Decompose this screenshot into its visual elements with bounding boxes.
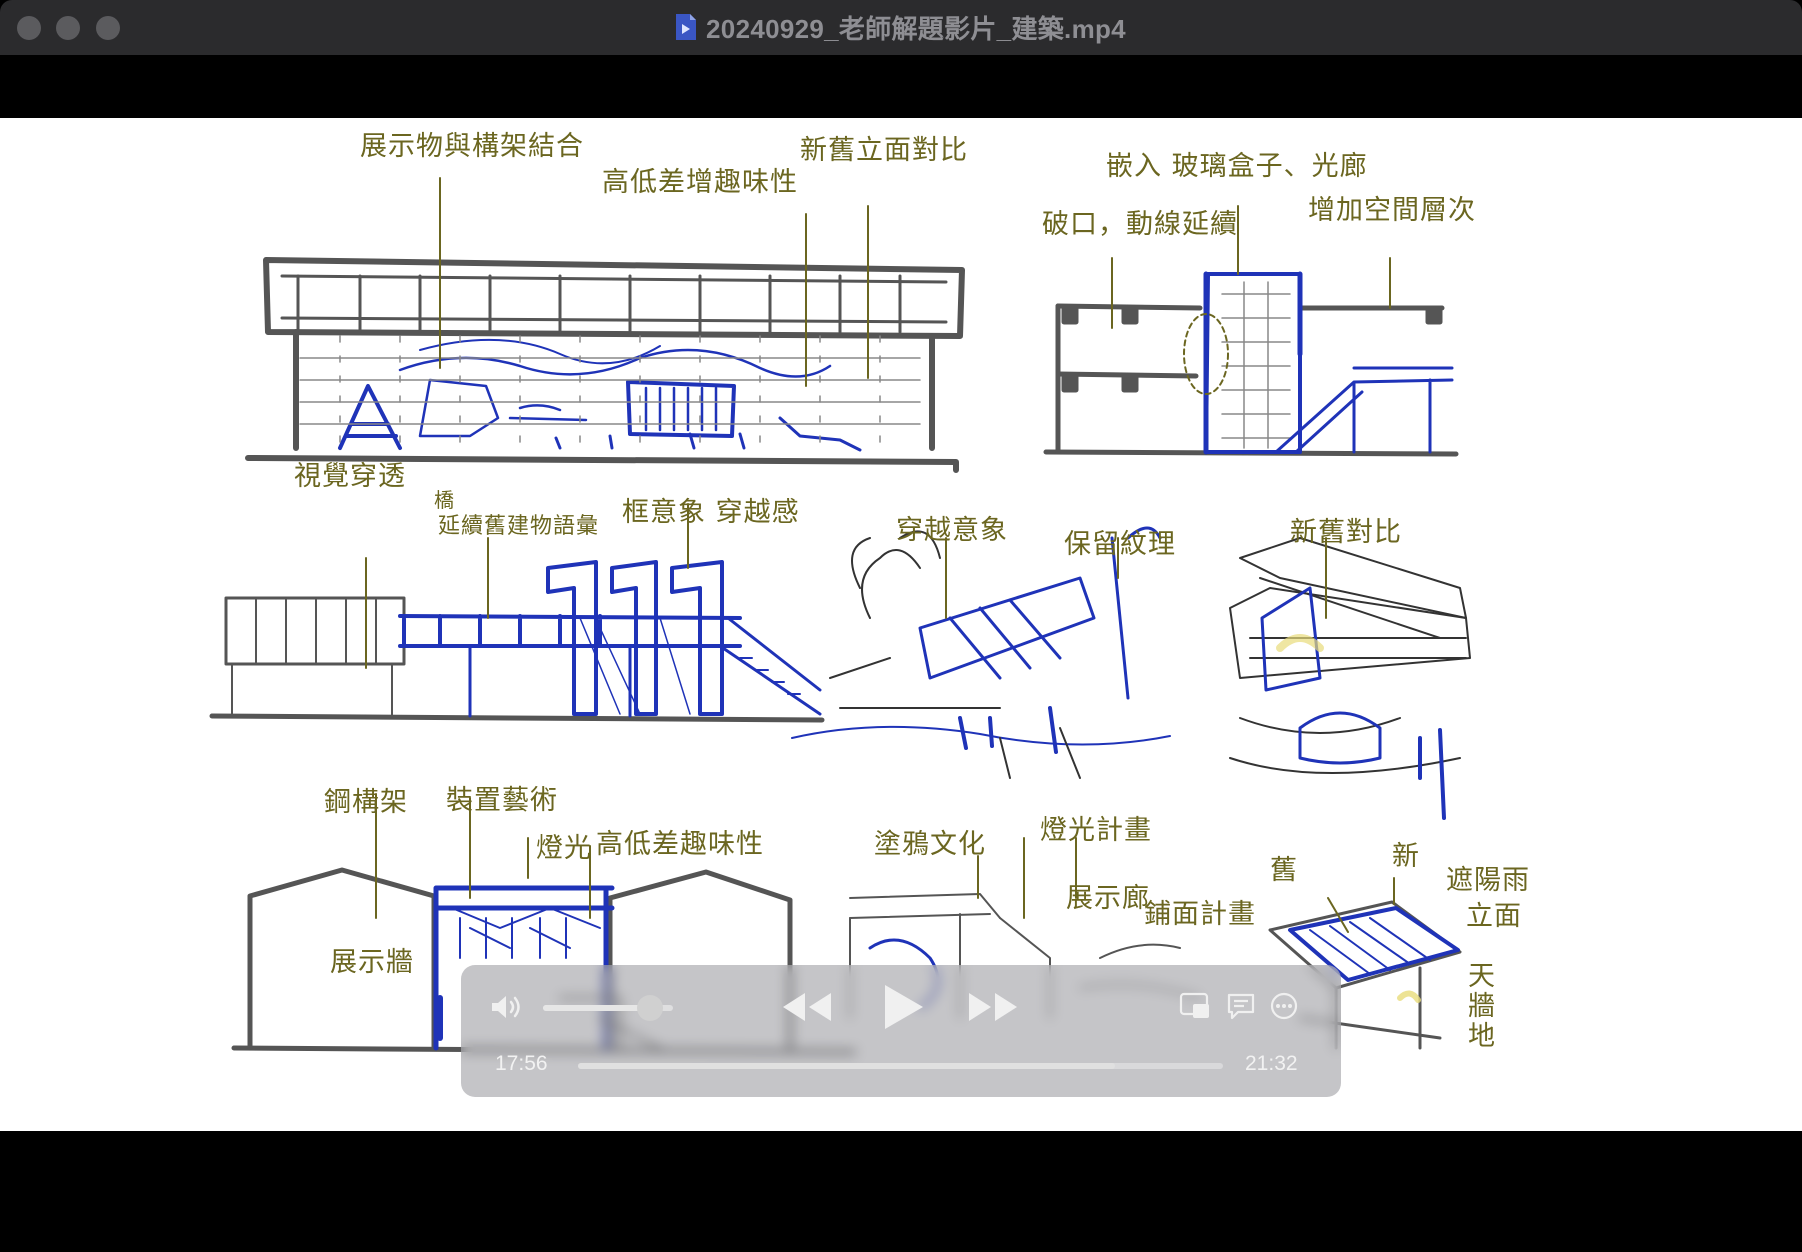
progress-fill: [578, 1063, 1115, 1069]
annotation: 展示牆: [330, 947, 414, 978]
minimize-window-button[interactable]: [56, 16, 80, 40]
annotation: 展示物與構架結合: [360, 131, 584, 162]
picture-in-picture-icon: [1179, 992, 1209, 1018]
annotation: 鋼構架: [324, 787, 408, 818]
annotation: 新: [1392, 841, 1420, 872]
annotation: 破口，動線延續: [1042, 209, 1238, 240]
subtitles-icon: [1227, 993, 1255, 1020]
volume-knob[interactable]: [636, 995, 663, 1021]
annotation: 塗鴉文化: [874, 829, 986, 860]
annotation: 新舊立面對比: [800, 135, 968, 166]
volume-slider[interactable]: [543, 995, 673, 1021]
annotation: 橋: [434, 488, 455, 512]
elapsed-time: 17:56: [495, 1052, 548, 1075]
video-file-icon: [676, 14, 697, 40]
annotation: 舊: [1270, 855, 1298, 886]
zoom-window-button[interactable]: [96, 16, 120, 40]
window-title: 20240929_老師解題影片_建築.mp4: [706, 13, 1126, 44]
window-title-group: 20240929_老師解題影片_建築.mp4: [0, 10, 1802, 44]
sketch-section-1-blue: [338, 338, 862, 452]
annotation: 高低差趣味性: [596, 829, 764, 860]
close-window-button[interactable]: [17, 16, 41, 40]
rewind-icon: [783, 993, 831, 1021]
annotation: 保留紋理: [1064, 529, 1176, 560]
sketch-perspective-1: [791, 526, 1171, 754]
annotation: 框意象 穿越感: [622, 497, 800, 528]
annotation: 高低差增趣味性: [602, 167, 798, 198]
picture-in-picture-button[interactable]: [1177, 989, 1213, 1023]
sketch-bridge: [209, 596, 825, 723]
annotation: 燈光: [536, 833, 592, 864]
annotation: 立面: [1466, 901, 1522, 932]
volume-button[interactable]: [487, 987, 527, 1027]
fast-forward-icon: [969, 993, 1017, 1021]
total-duration: 21:32: [1245, 1052, 1298, 1075]
annotation: 燈光計畫: [1040, 815, 1152, 846]
volume-fill: [543, 1005, 650, 1011]
progress-bar[interactable]: [578, 1063, 1223, 1069]
annotation: 裝置藝術: [446, 785, 558, 816]
annotation: 遮陽雨: [1446, 865, 1530, 896]
annotation: 穿越意象: [896, 515, 1008, 546]
subtitles-button[interactable]: [1223, 989, 1259, 1023]
more-icon: [1270, 992, 1298, 1020]
play-icon: [885, 985, 923, 1029]
annotation: 延續舊建物語彙: [438, 514, 600, 539]
annotation: 地: [1468, 1021, 1496, 1052]
annotation: 天: [1468, 961, 1496, 992]
play-button[interactable]: [875, 981, 931, 1033]
rewind-button[interactable]: [779, 987, 835, 1027]
title-bar: 20240929_老師解題影片_建築.mp4: [0, 0, 1802, 55]
glass-box: [1203, 271, 1454, 455]
more-button[interactable]: [1267, 989, 1301, 1023]
annotation: 牆: [1468, 991, 1496, 1022]
speaker-icon: [492, 996, 520, 1018]
annotation: 新舊對比: [1290, 517, 1402, 548]
annotation: 增加空間層次: [1308, 195, 1476, 226]
annotation: 展示廊: [1066, 883, 1150, 914]
sketch-perspective-2: [1229, 537, 1471, 774]
fast-forward-button[interactable]: [965, 987, 1021, 1027]
annotation: 鋪面計畫: [1144, 899, 1256, 930]
annotation: 嵌入 玻璃盒子、光廊: [1106, 151, 1368, 182]
video-frame[interactable]: 展示物與構架結合 高低差增趣味性 新舊立面對比 嵌入 玻璃盒子、光廊 破口，動線…: [0, 118, 1802, 1131]
player-controls: 17:56 21:32: [461, 965, 1341, 1097]
sketch-section-1: [245, 257, 965, 473]
annotation: 視覺穿透: [294, 461, 406, 492]
